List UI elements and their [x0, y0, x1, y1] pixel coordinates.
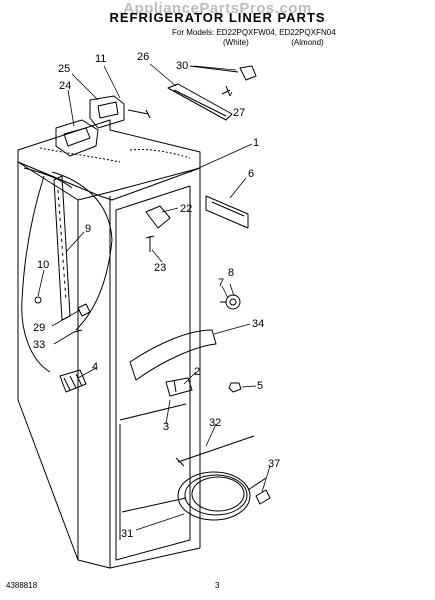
- callout-29: 29: [33, 322, 45, 334]
- small-part-29-33: [34, 296, 91, 333]
- diagram-title: REFRIGERATOR LINER PARTS: [109, 10, 326, 25]
- callout-labels: 30 26 11 25 24 27 1 6 22 9 10 23 8 7 34 …: [33, 51, 280, 540]
- callout-6: 6: [248, 168, 254, 180]
- diagram-header: AppliancePartsPros.com REFRIGERATOR LINE…: [0, 0, 435, 48]
- shelf-ladder-rail: [53, 175, 71, 321]
- callout-25: 25: [58, 63, 70, 75]
- fitting-37: [255, 489, 271, 505]
- callout-2: 2: [194, 366, 200, 378]
- callout-31: 31: [121, 528, 133, 540]
- model-number-1: ED22PQXFW04,: [216, 28, 277, 37]
- callout-3: 3: [163, 421, 169, 433]
- callout-27: 27: [233, 107, 245, 119]
- callout-37: 37: [268, 458, 280, 470]
- fastener-7-8: [220, 294, 241, 310]
- models-prefix: For Models:: [172, 28, 215, 37]
- callout-1: 1: [253, 137, 259, 149]
- callout-8: 8: [228, 267, 234, 279]
- grille-4: [59, 369, 87, 393]
- tube-32: [177, 435, 255, 463]
- refrigerator-liner: [17, 119, 201, 569]
- model-list: For Models: ED22PQXFW04, ED22PQXFN04 (Wh…: [172, 28, 336, 48]
- callout-7: 7: [218, 277, 224, 289]
- bracket-22: [145, 205, 171, 252]
- rod-30: [189, 65, 257, 81]
- callout-34: 34: [252, 318, 264, 330]
- leader-lines: [37, 63, 271, 531]
- variant-almond: (Almond): [291, 38, 324, 47]
- callout-33: 33: [33, 339, 45, 351]
- bracket-2: [165, 377, 193, 397]
- rail-26: [167, 83, 233, 121]
- control-housing-bracket: [55, 95, 125, 157]
- bracket-6: [205, 195, 249, 229]
- callout-24: 24: [59, 80, 71, 92]
- watermark: AppliancePartsPros.com: [123, 0, 312, 17]
- drain-tube: [21, 175, 51, 373]
- nut-5: [228, 382, 242, 393]
- page-number: 3: [215, 581, 220, 590]
- callout-32: 32: [209, 417, 221, 429]
- coiled-tubing-31: [177, 471, 267, 521]
- screw-11: [127, 109, 151, 119]
- screw-27: [221, 85, 231, 97]
- cover-panel-34: [129, 329, 217, 381]
- callout-9: 9: [85, 223, 91, 235]
- document-number: 4388818: [6, 581, 38, 590]
- callout-4: 4: [92, 361, 98, 373]
- callout-10: 10: [37, 259, 49, 271]
- callout-23: 23: [154, 262, 166, 274]
- callout-26: 26: [137, 51, 149, 63]
- callout-30: 30: [176, 60, 188, 72]
- callout-22: 22: [180, 203, 192, 215]
- callout-11: 11: [95, 53, 106, 65]
- callout-5: 5: [257, 380, 263, 392]
- variant-white: (White): [223, 38, 249, 47]
- model-number-2: ED22PQXFN04: [279, 28, 336, 37]
